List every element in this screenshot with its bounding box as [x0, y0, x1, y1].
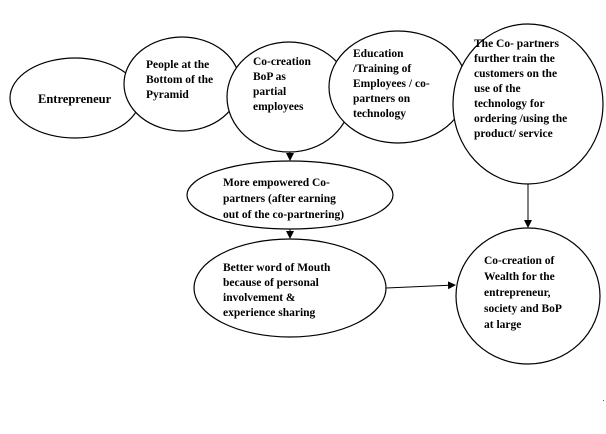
label-word-of-mouth: Better word of Mouth because of personal i…	[223, 262, 331, 319]
label-line: Wealth for the	[484, 271, 555, 283]
label-line: The Co- partners	[474, 38, 559, 50]
label-line: People at the	[146, 59, 209, 71]
label-copartners-train: The Co- partners further train the custome…	[474, 38, 567, 140]
label-line: out of the co-partnering)	[223, 209, 344, 221]
label-line: because of personal	[223, 277, 319, 289]
label-line: entrepreneur,	[484, 287, 551, 299]
label-line: employees	[253, 101, 304, 113]
label-line: Co-creation of	[484, 255, 555, 267]
label-line: experience sharing	[223, 307, 316, 319]
label-line: More empowered Co-	[223, 177, 330, 189]
label-line: further train the	[474, 53, 555, 65]
label-line: partners on	[353, 93, 411, 105]
label-line: Co-creation	[253, 56, 312, 68]
label-line: product/ service	[474, 128, 553, 140]
label-line: Education	[353, 48, 404, 60]
stray-dot	[603, 400, 604, 401]
label-education: Education/Training of Employees / co-part…	[352, 48, 430, 120]
label-line: Employees / co-	[353, 78, 430, 90]
label-line: technology for	[474, 98, 545, 110]
label-line: partners (after earning	[223, 193, 336, 205]
label-entrepreneur: Entrepreneur	[38, 92, 112, 106]
label-line: Pyramid	[146, 89, 189, 101]
label-line: use of the	[474, 83, 521, 95]
label-line: customers on the	[474, 68, 557, 80]
label-line: involvement &	[223, 292, 296, 304]
label-line: Bottom of the	[146, 74, 213, 86]
label-line: partial	[253, 86, 286, 98]
label-line: technology	[353, 108, 406, 120]
label-line: society and BoP	[484, 303, 562, 315]
label-line: Better word of Mouth	[223, 262, 331, 274]
node-wealth	[455, 227, 601, 365]
label-line: /Training of	[352, 63, 411, 75]
label-wealth: Co-creation of Wealth for the entrepreneur…	[484, 255, 562, 331]
label-line: ordering /using the	[474, 113, 567, 125]
label-line: at large	[484, 319, 521, 331]
label-line: Entrepreneur	[38, 92, 112, 106]
arrow-word-of-mouth-to-wealth	[385, 281, 456, 290]
label-line: BoP as	[253, 71, 286, 83]
label-empowered: More empowered Co-partners (after earnin…	[223, 177, 344, 221]
